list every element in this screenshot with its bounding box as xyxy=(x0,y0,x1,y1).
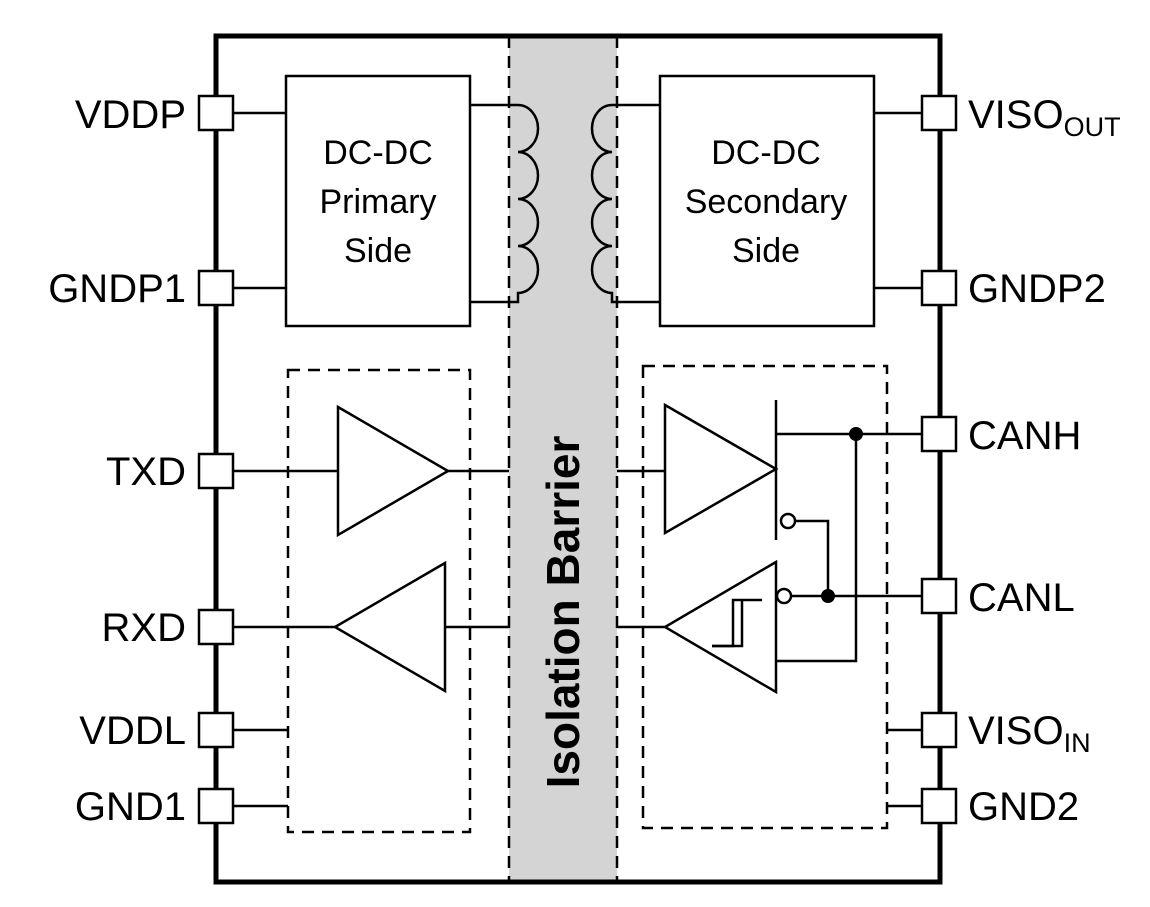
pin-rxd xyxy=(197,608,235,646)
dcdc-secondary-line-1: DC-DC xyxy=(711,134,821,172)
label-viso-out: VISOOUT xyxy=(968,93,1121,142)
dcdc-primary-line-3: Side xyxy=(344,232,412,270)
isolation-barrier-band xyxy=(509,36,617,882)
label-vddl: VDDL xyxy=(79,709,186,753)
isolation-barrier-label: Isolation Barrier xyxy=(537,436,589,789)
can-receiver-buffer xyxy=(662,559,778,695)
label-vddp: VDDP xyxy=(75,93,186,137)
label-gndp1: GNDP1 xyxy=(48,267,186,311)
label-txd: TXD xyxy=(106,450,186,494)
label-viso-out-main: VISO xyxy=(968,93,1064,137)
pin-vddl xyxy=(197,711,235,749)
canh-receiver-wire xyxy=(776,434,858,663)
pin-viso-out xyxy=(920,94,958,132)
label-canh: CANH xyxy=(968,414,1081,458)
pin-gnd1 xyxy=(197,787,235,825)
txd-driver-buffer xyxy=(336,404,451,538)
label-viso-out-sub: OUT xyxy=(1064,112,1121,142)
dcdc-primary-block xyxy=(284,74,472,328)
can-driver-buffer xyxy=(663,402,779,536)
can-receiver-input-bubble xyxy=(775,587,793,605)
pin-gndp2 xyxy=(920,269,958,307)
label-canl: CANL xyxy=(968,576,1075,620)
dcdc-secondary-block xyxy=(658,74,876,328)
pin-gndp1 xyxy=(197,269,235,307)
dcdc-secondary-line-2: Secondary xyxy=(685,183,848,221)
bus-side-dashed-block xyxy=(641,364,889,830)
label-gndp2: GNDP2 xyxy=(968,267,1106,311)
rxd-receiver-buffer xyxy=(332,560,447,694)
canl-junction-dot xyxy=(821,589,835,603)
canl-output-bubble xyxy=(779,512,797,530)
transformer-secondary-winding xyxy=(590,103,660,304)
transformer-primary-winding xyxy=(470,103,540,304)
label-gnd2: GND2 xyxy=(968,785,1079,829)
dcdc-primary-line-1: DC-DC xyxy=(323,134,433,172)
pin-viso-in xyxy=(920,711,958,749)
pin-txd xyxy=(197,452,235,490)
pin-vddp xyxy=(197,94,235,132)
dcdc-primary-line-2: Primary xyxy=(319,183,436,221)
hysteresis-symbol-inner xyxy=(712,600,744,648)
label-rxd: RXD xyxy=(102,606,186,650)
canl-driver-wire xyxy=(795,519,830,596)
label-viso-in-sub: IN xyxy=(1064,728,1091,758)
label-viso-in-main: VISO xyxy=(968,709,1064,753)
pin-canl xyxy=(920,577,958,615)
logic-side-dashed-block xyxy=(286,368,472,834)
pin-canh xyxy=(920,415,958,453)
dcdc-secondary-line-3: Side xyxy=(732,232,800,270)
pin-gnd2 xyxy=(920,787,958,825)
label-viso-in: VISOIN xyxy=(968,709,1091,758)
label-gnd1: GND1 xyxy=(75,785,186,829)
